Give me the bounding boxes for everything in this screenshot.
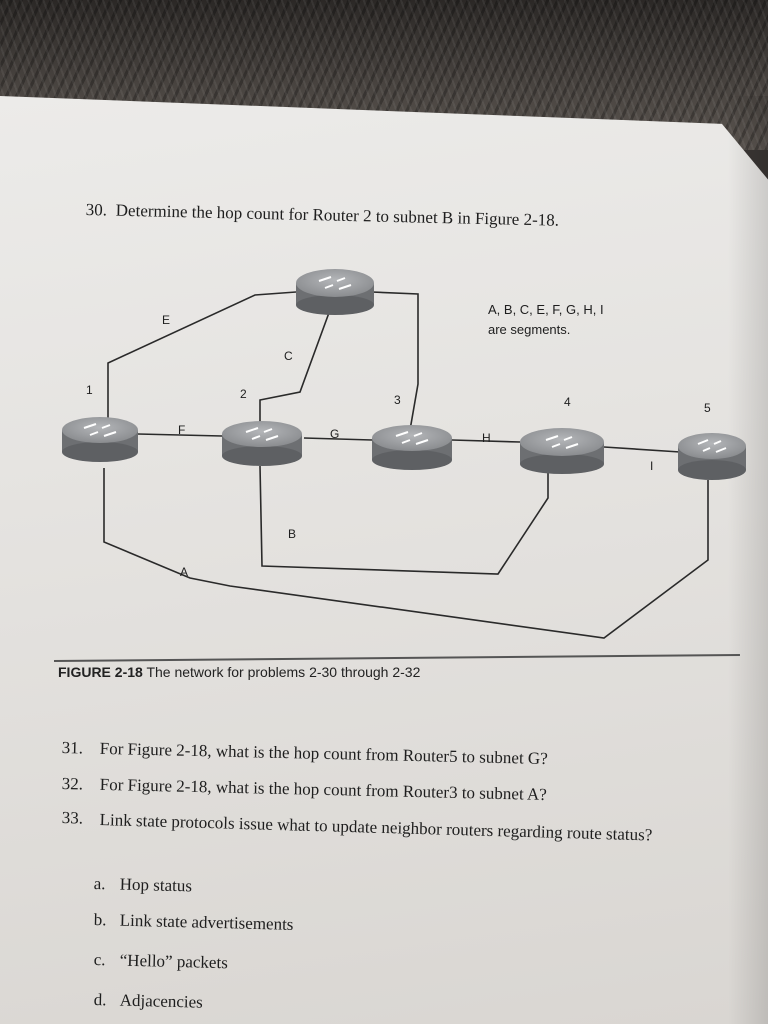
textbook-page [0, 96, 768, 1024]
segment-a-link [103, 468, 709, 639]
option-c: c. “Hello” packets [94, 950, 229, 973]
question-number: 33. [61, 808, 84, 828]
option-d: d. Adjacencies [94, 990, 204, 1013]
segment-b-link [259, 465, 549, 575]
segment-links [103, 291, 709, 639]
question-number: 32. [61, 774, 84, 794]
option-text: Adjacencies [119, 990, 204, 1012]
figure-label: FIGURE 2-18 [58, 664, 143, 680]
option-text: “Hello” packets [119, 950, 229, 973]
network-diagram: A, B, C, E, F, G, H, I are segments. 1 2… [62, 269, 746, 639]
question-number: 31. [61, 738, 84, 758]
router-2 [222, 421, 302, 466]
segment-top-link [371, 291, 419, 431]
segment-label-b: B [288, 527, 296, 541]
option-letter: b. [93, 910, 107, 930]
segment-label-c: C [284, 349, 293, 363]
segment-label-g: G [330, 427, 339, 441]
figure-caption-text: The network for problems 2-30 through 2-… [146, 664, 421, 680]
option-letter: d. [93, 990, 107, 1010]
segment-i-link [603, 446, 681, 453]
router-top [296, 269, 374, 315]
router-number-1: 1 [86, 383, 93, 397]
option-text: Hop status [119, 874, 193, 896]
router-5 [678, 433, 746, 480]
option-text: Link state advertisements [119, 910, 294, 934]
segment-label-a: A [180, 565, 188, 579]
router-number-2: 2 [240, 387, 247, 401]
segment-label-f: F [178, 423, 185, 437]
router-number-3: 3 [394, 393, 401, 407]
segment-g-link [303, 437, 373, 441]
segment-c-link [259, 309, 331, 434]
figure-caption: FIGURE 2-18 The network for problems 2-3… [58, 664, 420, 680]
router-3 [372, 425, 452, 470]
router-1 [62, 417, 138, 462]
segment-f-link [137, 433, 223, 437]
segment-h-link [451, 439, 521, 443]
page-edge-shadow [728, 96, 768, 1024]
option-letter: a. [93, 874, 106, 894]
diagram-note-line1: A, B, C, E, F, G, H, I [488, 302, 604, 317]
option-letter: c. [93, 950, 106, 970]
segment-label-i: I [650, 459, 653, 473]
router-number-5: 5 [704, 401, 711, 415]
segment-label-h: H [482, 431, 491, 445]
segment-label-e: E [162, 313, 170, 327]
router-number-4: 4 [564, 395, 571, 409]
diagram-note-line2: are segments. [488, 322, 570, 337]
segment-e-link [107, 291, 297, 432]
option-a: a. Hop status [94, 874, 193, 896]
router-4 [520, 428, 604, 474]
